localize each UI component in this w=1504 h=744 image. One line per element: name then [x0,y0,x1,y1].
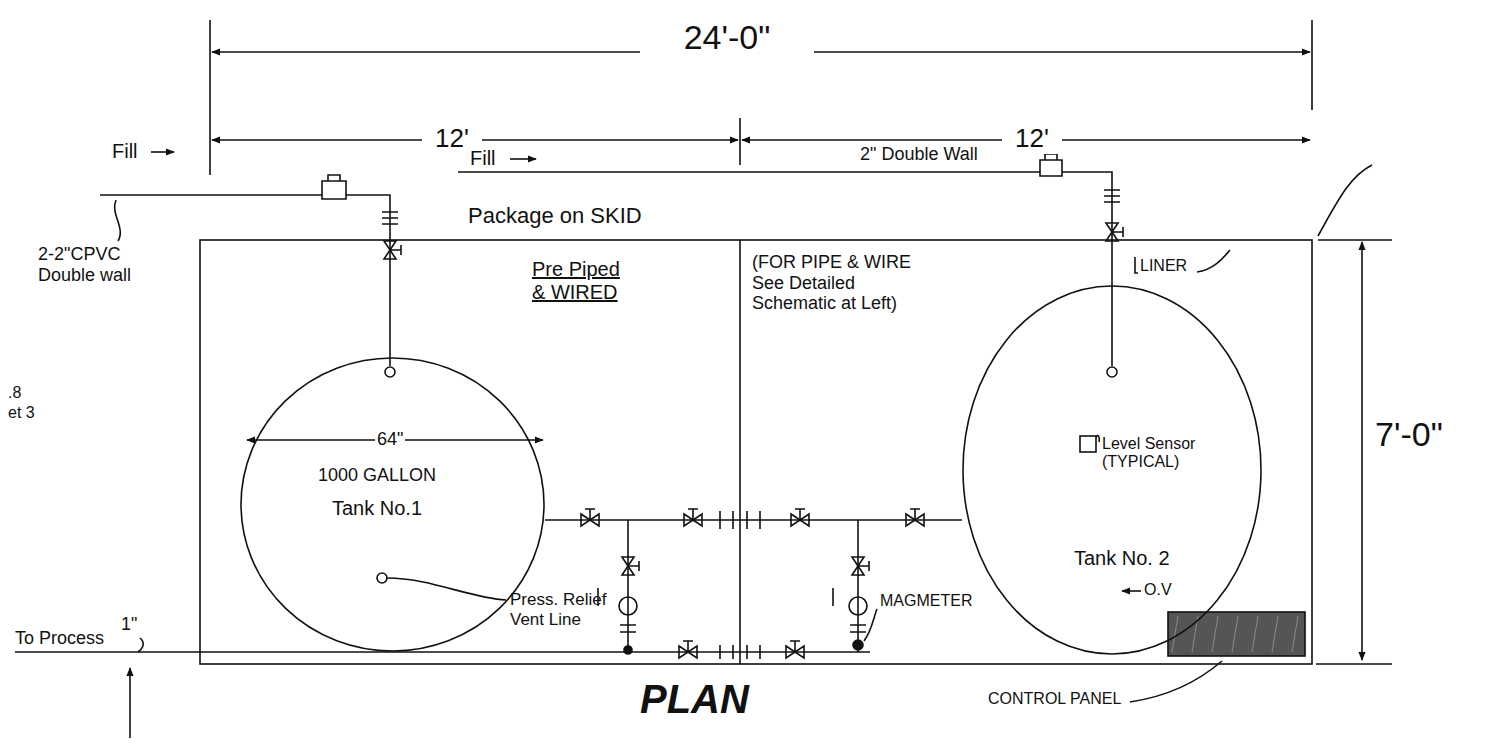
tank-capacity: 1000 GALLON [318,465,436,486]
line-work [622,557,639,575]
part-label: MAGMETER [880,592,972,610]
dimension-text: 64" [375,429,405,450]
flow-arrow [1122,590,1141,592]
dimension-line [1361,242,1363,660]
manifold-pipe [545,519,962,521]
leader-line [1096,435,1099,442]
sheet-reference: .8 [8,384,21,402]
pipe-note: To Process [15,628,104,649]
package-note: Pre Piped & WIRED [532,258,630,304]
fill-nozzle [1107,367,1117,377]
flange-marks [382,212,398,224]
flow-arrow [510,158,536,160]
dimension-text: 24'-0" [640,18,814,57]
flange-marks [620,625,866,632]
panel-hatching [1172,616,1298,652]
flange-marks [1104,190,1120,202]
line-work [786,641,804,658]
pipe-note: 2" Double Wall [858,144,980,165]
magmeter-symbol [853,640,863,650]
part-label: LINER [1140,257,1187,275]
part-label: O.V [1144,581,1172,599]
fill-valve-box [322,175,346,199]
part-label: CONTROL PANEL [988,690,1121,708]
tank-name: Tank No. 2 [1074,547,1170,570]
part-label: Level Sensor (TYPICAL) [1102,435,1197,472]
pipe-size: 1" [121,614,137,635]
leader-line [387,578,506,600]
tick-mark [598,588,833,606]
drawing-title: PLAN [640,676,749,722]
control-panel [1168,612,1305,656]
fill-pipe [100,195,390,366]
line-work [1106,223,1123,241]
leader-line [864,609,877,641]
flow-arrow [151,151,174,153]
package-note: Package on SKID [468,203,642,228]
tank-name: Tank No.1 [332,497,422,520]
leader-line [1318,165,1372,236]
drop-pipe [628,520,858,652]
reference-note: (FOR PIPE & WIRE See Detailed Schematic … [752,252,932,314]
fill-pipe [458,172,1112,366]
flow-label: Fill [112,140,138,163]
flange-marks [720,645,760,659]
line-work [384,241,401,259]
line-work [684,509,702,526]
tank-outline [241,358,544,651]
fill-nozzle [385,367,395,377]
part-label: Press. Relief Vent Line [510,590,622,629]
fill-valve-box [1040,154,1062,176]
line-work [852,557,869,575]
line-work [679,641,697,658]
dimension-text: 7'-0" [1375,415,1487,454]
flow-label: Fill [470,147,496,170]
leader-line [1130,661,1222,702]
tank-circle: 64" 1000 GALLON Tank No.1 [240,357,545,652]
line-work [15,20,1392,738]
line-work [906,509,924,526]
leader-line [115,200,121,241]
skid-divider [739,240,741,664]
pipe-note: 2-2"CPVC Double wall [38,244,142,285]
skid-outline [200,240,1312,664]
process-pipe [15,651,870,653]
strainer-symbol [849,597,867,615]
reference-arrow [129,668,131,738]
line-work [791,509,809,526]
tank-outline [963,286,1261,654]
strainer-symbol [619,597,637,615]
dimension-text: 12' [1002,124,1062,154]
level-sensor-symbol [1080,436,1096,452]
leader-line [138,638,143,652]
line-work [581,509,599,526]
relief-vent-symbol [377,573,387,583]
tank-circle: Level Sensor (TYPICAL) Tank No. 2 O.V [962,285,1262,655]
sheet-reference: et 3 [8,404,35,422]
